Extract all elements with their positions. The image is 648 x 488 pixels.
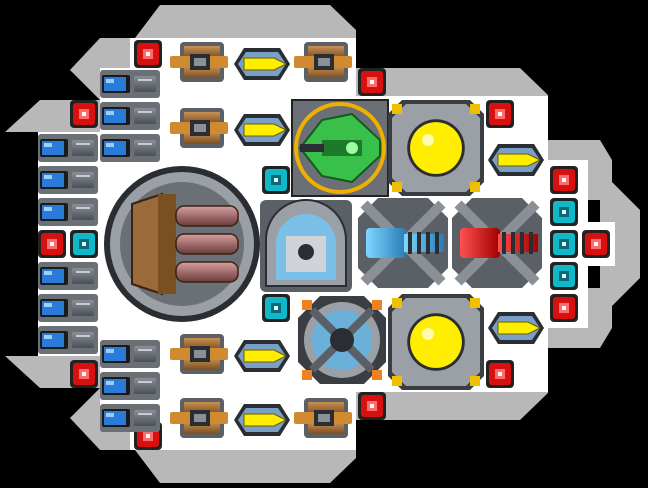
fuel-cell-icon: [38, 326, 98, 354]
fuel-cell-icon: [38, 134, 98, 162]
fuel-cell-icon: [100, 102, 160, 130]
red-sensor-icon: [134, 40, 162, 68]
red-sensor-icon: [550, 166, 578, 194]
fuel-cell-icon: [100, 340, 160, 368]
cyan-sensor-icon: [550, 198, 578, 226]
yellow-missile-launcher-icon: [488, 312, 544, 344]
cyan-sensor-icon: [550, 262, 578, 290]
reactor-core-icon: [388, 100, 484, 196]
fuel-cell-icon: [38, 166, 98, 194]
dome-pod-icon: [260, 199, 352, 292]
yellow-missile-launcher-icon: [488, 144, 544, 176]
red-sensor-icon: [486, 360, 514, 388]
yellow-missile-launcher-icon: [234, 340, 290, 372]
red-sensor-icon: [582, 230, 610, 258]
cockpit-bridge-icon: [291, 99, 389, 197]
fuel-cell-icon: [38, 262, 98, 290]
fuel-cell-icon: [100, 372, 160, 400]
engine-thruster-icon: [294, 398, 352, 438]
red-sensor-icon: [70, 360, 98, 388]
cyan-sensor-icon: [262, 294, 290, 322]
red-sensor-icon: [38, 230, 66, 258]
engine-thruster-icon: [170, 398, 228, 438]
reactor-core-icon: [388, 294, 484, 390]
fuel-cell-icon: [100, 404, 160, 432]
cyan-sensor-icon: [550, 230, 578, 258]
cryo-cannon-icon: [358, 198, 448, 288]
red-sensor-icon: [358, 68, 386, 96]
yellow-missile-launcher-icon: [234, 114, 290, 146]
red-sensor-icon: [70, 100, 98, 128]
engine-thruster-icon: [170, 42, 228, 82]
red-sensor-icon: [358, 392, 386, 420]
engine-thruster-icon: [170, 108, 228, 148]
plasma-cannon-icon: [452, 198, 542, 288]
red-sensor-icon: [550, 294, 578, 322]
shield-generator-icon: [298, 296, 386, 384]
engine-thruster-icon: [294, 42, 352, 82]
cyan-sensor-icon: [70, 230, 98, 258]
fuel-cell-icon: [100, 134, 160, 162]
armored-turret-icon: [104, 166, 260, 322]
fuel-cell-icon: [38, 198, 98, 226]
yellow-missile-launcher-icon: [234, 404, 290, 436]
red-sensor-icon: [486, 100, 514, 128]
engine-thruster-icon: [170, 334, 228, 374]
fuel-cell-icon: [100, 70, 160, 98]
cyan-sensor-icon: [262, 166, 290, 194]
fuel-cell-icon: [38, 294, 98, 322]
yellow-missile-launcher-icon: [234, 48, 290, 80]
